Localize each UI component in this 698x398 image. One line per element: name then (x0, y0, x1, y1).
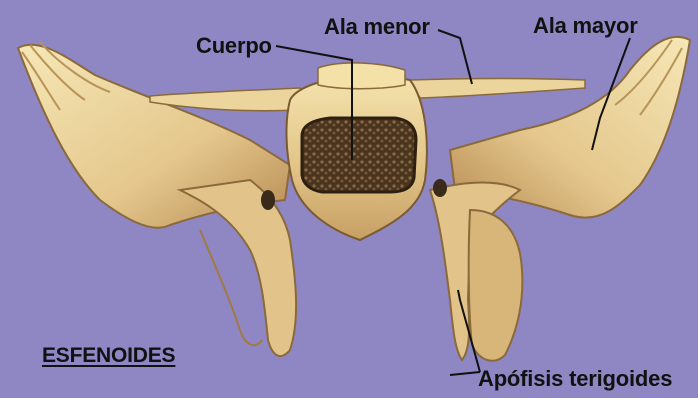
sphenoid-sinus (302, 118, 416, 192)
right-lesser-wing (410, 79, 585, 99)
title-esfenoides: ESFENOIDES (42, 344, 175, 368)
label-cuerpo: Cuerpo (196, 33, 272, 59)
label-ala-mayor: Ala mayor (533, 13, 638, 39)
label-ala-menor: Ala menor (324, 14, 430, 40)
label-apofisis-terigoides: Apófisis terigoides (478, 366, 672, 392)
right-foramen (433, 179, 447, 197)
left-foramen (261, 190, 275, 210)
right-lateral-plate (469, 210, 523, 361)
